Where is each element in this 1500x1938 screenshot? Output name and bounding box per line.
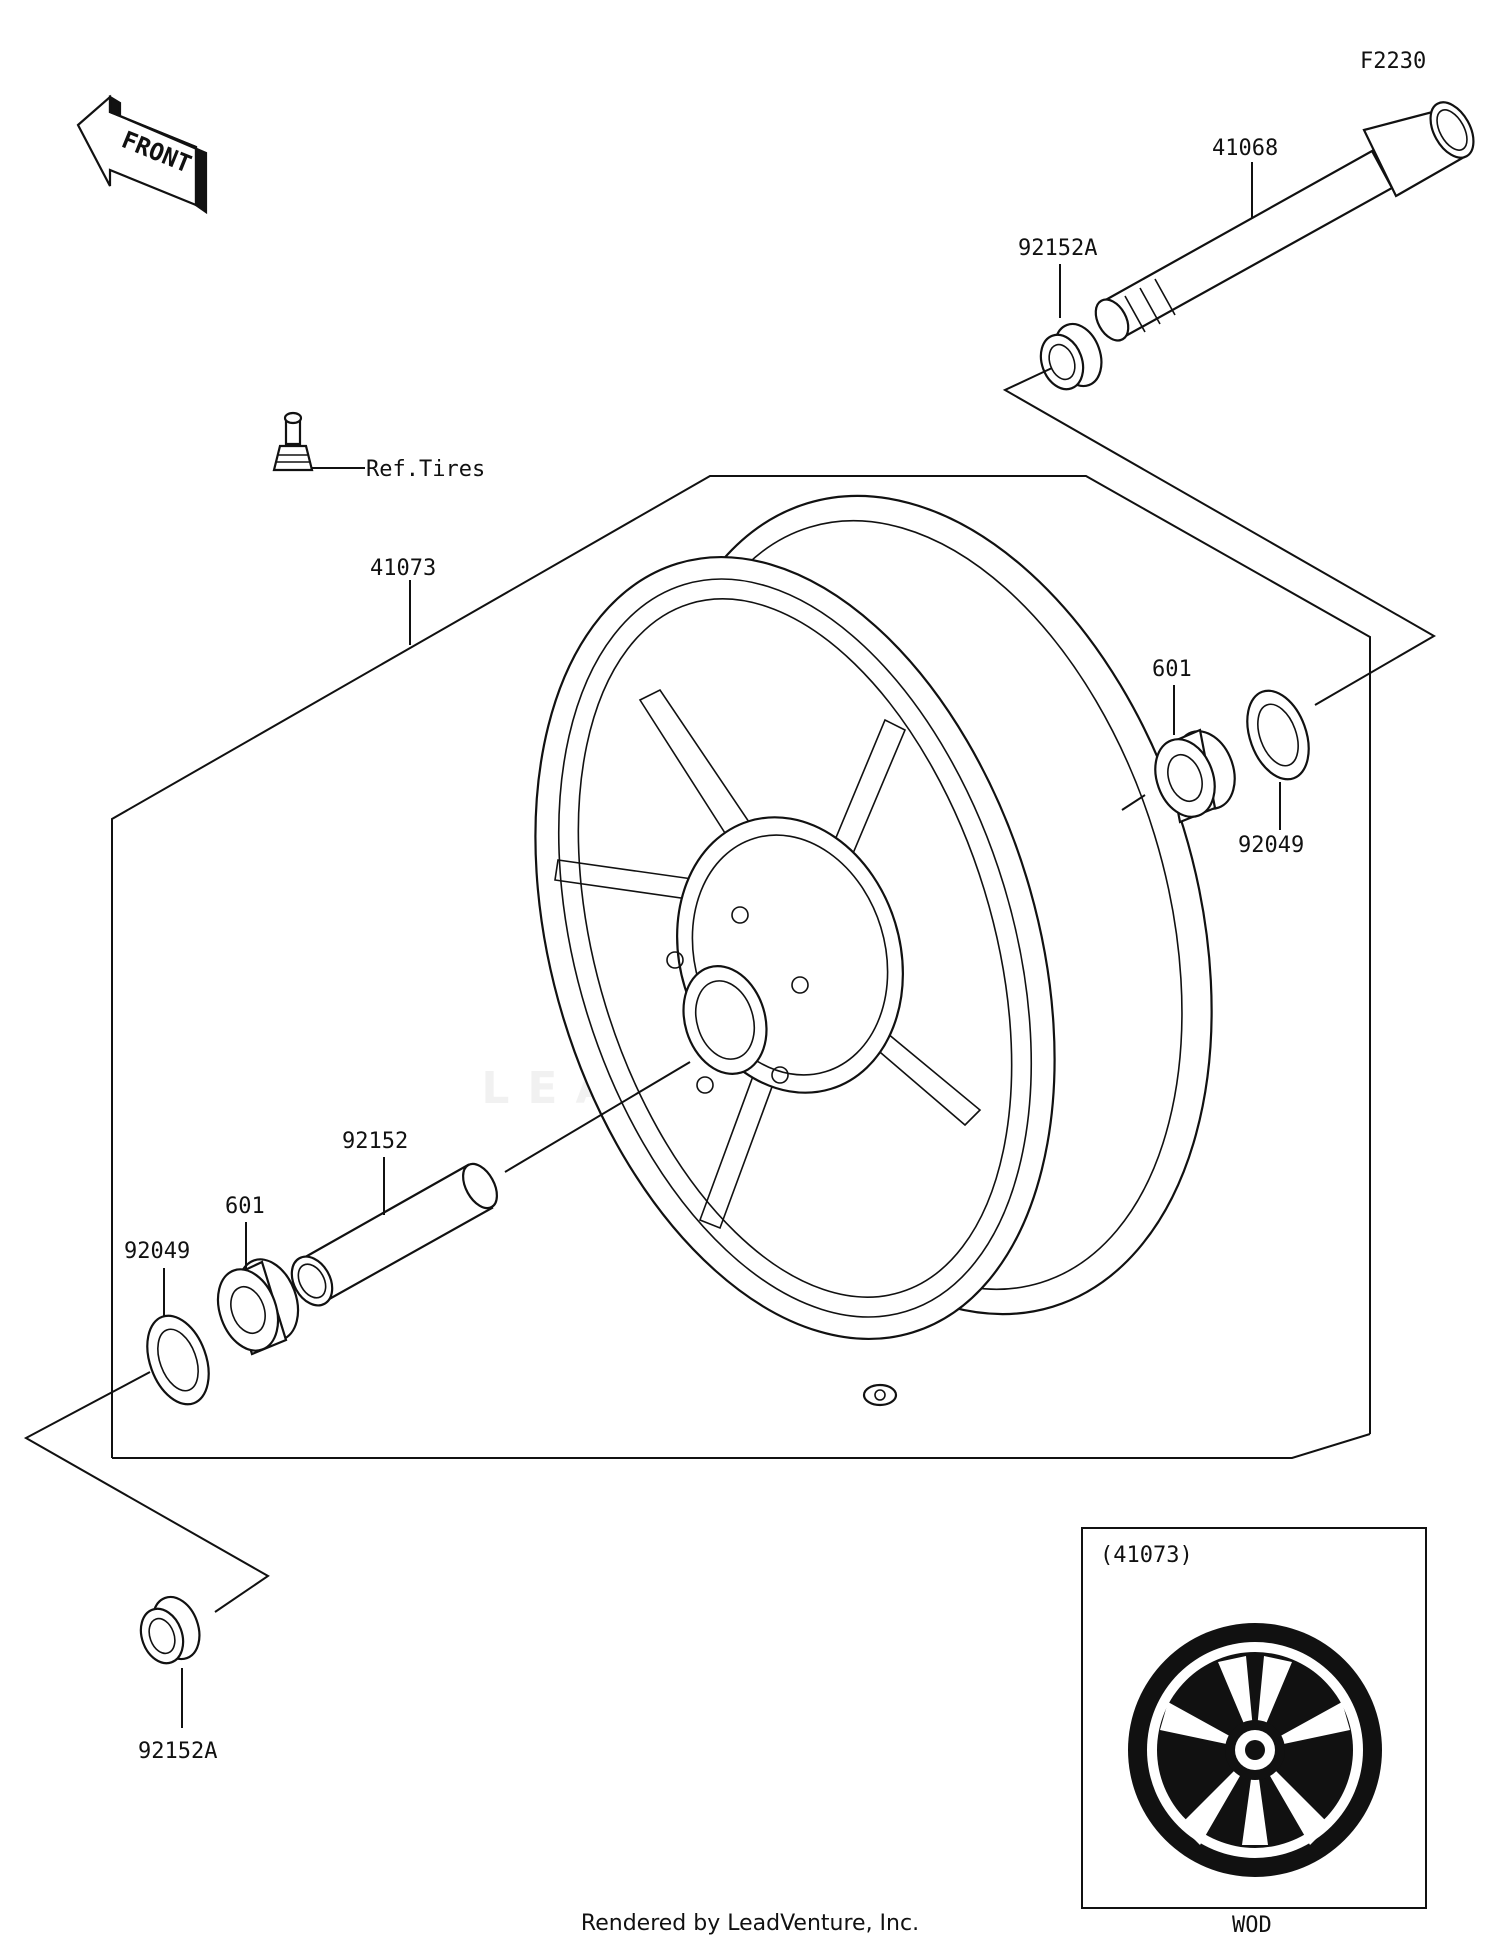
valve-icon <box>272 411 314 472</box>
label-bearing-left: 601 <box>225 1194 265 1219</box>
inset-box <box>1081 1527 1427 1909</box>
spacer-part <box>290 1162 498 1307</box>
collar-right-part <box>1039 322 1103 391</box>
label-valve-ref: Ref.Tires <box>366 457 485 482</box>
front-arrow-icon: FRONT <box>76 94 208 215</box>
label-axle: 41068 <box>1212 136 1278 161</box>
diagram-code: F2230 <box>1360 49 1426 74</box>
label-wheel: 41073 <box>370 556 436 581</box>
label-collar-right: 92152A <box>1018 236 1097 261</box>
label-collar-left: 92152A <box>138 1739 217 1764</box>
footer-credit: Rendered by LeadVenture, Inc. <box>581 1911 919 1936</box>
label-seal-left: 92049 <box>124 1239 190 1264</box>
seal-right-part <box>1246 689 1310 781</box>
collar-left-part <box>139 1595 201 1665</box>
inset-wheel-icon <box>1128 1623 1382 1877</box>
label-spacer: 92152 <box>342 1129 408 1154</box>
bearing-left-part <box>216 1258 300 1356</box>
wheel-part <box>534 494 1213 1407</box>
seal-left-part <box>146 1314 210 1406</box>
axle-part <box>1094 101 1475 342</box>
inset-label: (41073) <box>1100 1543 1193 1568</box>
label-bearing-right: 601 <box>1152 657 1192 682</box>
bearing-right-part <box>1154 728 1236 824</box>
inset-caption: WOD <box>1232 1913 1272 1938</box>
label-seal-right: 92049 <box>1238 833 1304 858</box>
